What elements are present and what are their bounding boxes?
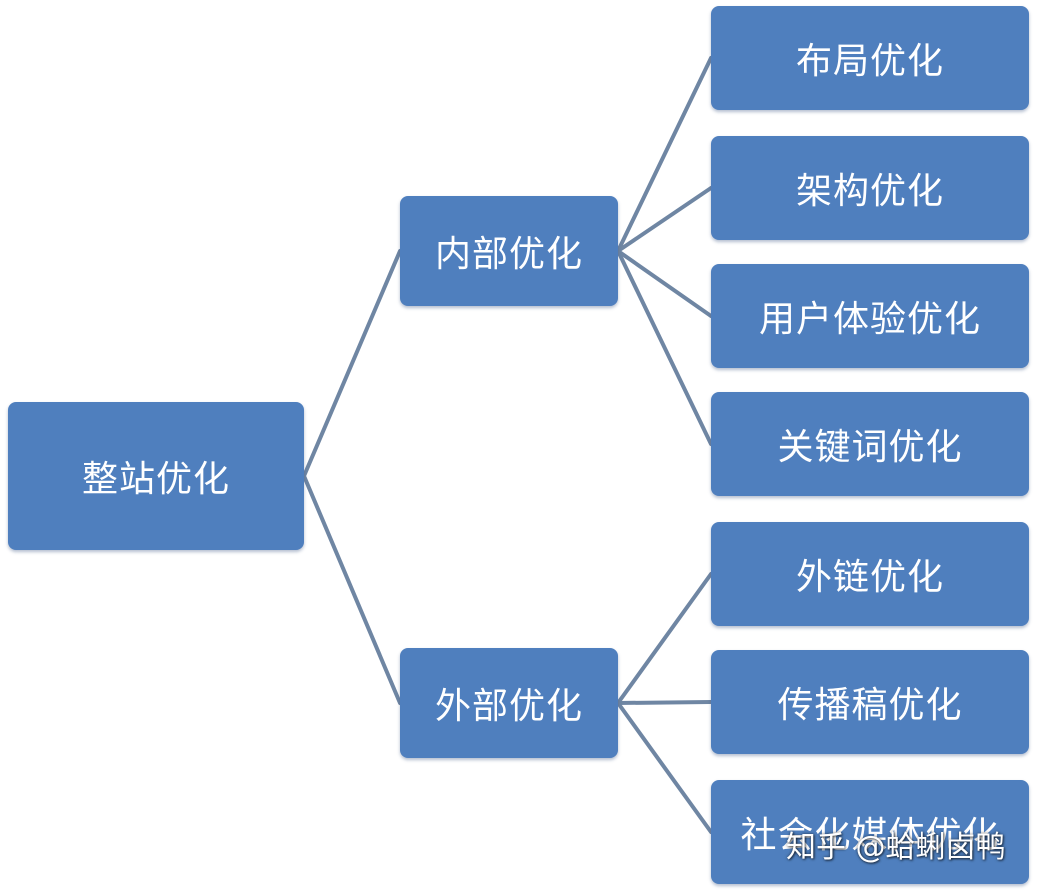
leaf-node-keyword: 关键词优化: [711, 392, 1029, 496]
branch-node-label: 内部优化: [434, 234, 583, 275]
leaf-node-label: 架构优化: [795, 171, 944, 212]
connector-external-social: [616, 701, 713, 834]
leaf-node-user-experience: 用户体验优化: [711, 264, 1029, 368]
leaf-node-label: 外链优化: [795, 557, 944, 598]
root-node-label: 整站优化: [81, 459, 230, 500]
connector-internal-layout: [616, 56, 713, 253]
leaf-node-label: 用户体验优化: [758, 299, 981, 340]
leaf-node-label: 传播稿优化: [777, 685, 963, 726]
connector-external-links: [616, 572, 713, 705]
leaf-node-label: 社会化媒体优化: [740, 815, 1000, 856]
leaf-node-external-links: 外链优化: [711, 522, 1029, 626]
watermark: 知乎 @蛤蜊卤鸭: [786, 830, 1006, 865]
leaf-node-layout: 布局优化: [711, 6, 1029, 110]
branch-node-internal: 内部优化: [400, 196, 618, 306]
branch-node-label: 外部优化: [434, 686, 583, 727]
connector-root-external: [302, 474, 402, 705]
leaf-node-press-release: 传播稿优化: [711, 650, 1029, 754]
leaf-node-architecture: 架构优化: [711, 136, 1029, 240]
connector-internal-architecture: [616, 186, 713, 253]
leaf-node-social-media: 社会化媒体优化: [711, 780, 1029, 884]
branch-node-external: 外部优化: [400, 648, 618, 758]
connector-external-press: [616, 700, 713, 705]
leaf-node-label: 布局优化: [795, 41, 944, 82]
connector-internal-keyword: [616, 249, 713, 446]
leaf-node-label: 关键词优化: [777, 427, 963, 468]
root-node: 整站优化: [8, 402, 304, 550]
connector-root-internal: [302, 249, 402, 478]
connector-internal-ux: [616, 249, 713, 318]
